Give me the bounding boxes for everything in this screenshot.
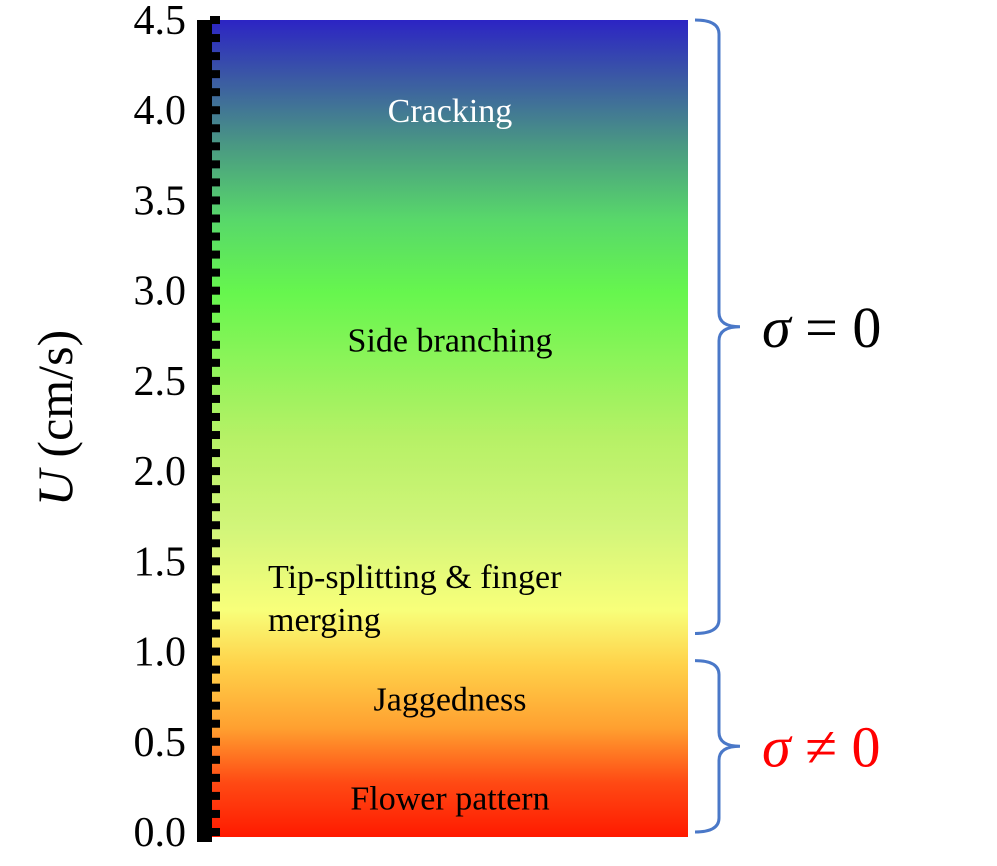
axis-tick (210, 52, 220, 61)
curly-brace (694, 18, 741, 636)
axis-tick (210, 286, 220, 295)
axis-tick (210, 611, 220, 620)
axis-tick-labels: 0.0 0.5 1.0 1.5 2.0 2.5 3.0 3.5 4.0 4.5 (134, 0, 187, 856)
axis-tick (210, 629, 220, 638)
axis-tick (210, 647, 220, 656)
axis-tick (210, 755, 220, 764)
axis-tick (210, 467, 220, 476)
axis-tick (210, 340, 220, 349)
axis-tick (210, 16, 220, 24)
axis-tick-label: 3.5 (134, 178, 187, 224)
axis-tick (210, 106, 220, 115)
axis-tick (210, 737, 220, 746)
axis-tick (210, 412, 220, 421)
axis-tick (210, 250, 220, 259)
axis-tick (210, 485, 220, 494)
axis-ticks (210, 16, 220, 836)
region-label: Tip-splitting & finger (268, 559, 562, 596)
axis-tick (210, 196, 220, 205)
axis-tick (210, 575, 220, 584)
axis-tick (210, 322, 220, 331)
axis-tick-label: 1.0 (134, 630, 187, 676)
axis-tick (210, 449, 220, 458)
axis-tick-label: 0.5 (134, 720, 187, 766)
curly-brace (694, 659, 741, 834)
axis-tick-label: 2.5 (134, 359, 187, 405)
axis-tick (210, 521, 220, 530)
axis-tick (210, 214, 220, 223)
axis-tick (210, 809, 220, 818)
axis-tick (210, 665, 220, 674)
braces (694, 18, 741, 834)
y-axis-unit: (cm/s) (27, 330, 83, 470)
axis-tick-label: 2.0 (134, 449, 187, 495)
sigma-relation: = 0 (791, 295, 882, 360)
axis-tick (210, 683, 220, 692)
region-label: Jaggedness (374, 681, 527, 718)
axis-tick (210, 394, 220, 403)
region-label: merging (268, 602, 381, 639)
axis-tick (210, 593, 220, 602)
axis-spine (197, 20, 212, 842)
axis-tick (210, 828, 220, 836)
sigma-condition-label: σ = 0 (762, 295, 881, 360)
axis-tick (210, 268, 220, 277)
axis-tick (210, 34, 220, 43)
axis-tick (210, 791, 220, 800)
region-label: Cracking (388, 93, 513, 130)
axis-tick (210, 304, 220, 313)
axis-tick (210, 773, 220, 782)
axis-tick (210, 178, 220, 187)
axis-tick-label: 4.0 (134, 88, 187, 134)
axis-tick (210, 431, 220, 440)
sigma-symbol: σ (762, 295, 793, 360)
axis-tick (210, 70, 220, 79)
region-label: Flower pattern (350, 781, 549, 818)
axis-tick (210, 557, 220, 566)
sigma-symbol: σ (762, 714, 793, 779)
axis-tick (210, 701, 220, 710)
axis-tick (210, 376, 220, 385)
brace-labels: σ = 0σ ≠ 0 (762, 295, 881, 780)
axis-tick-label: 0.0 (134, 810, 187, 856)
y-axis-variable: U (27, 467, 83, 506)
gradient-colorbar (212, 20, 688, 837)
axis-tick-label: 3.0 (134, 269, 187, 315)
axis-tick (210, 124, 220, 133)
axis-tick-label: 1.5 (134, 539, 187, 585)
sigma-condition-label: σ ≠ 0 (762, 714, 880, 779)
y-axis-label: U (cm/s) (27, 330, 83, 506)
axis-tick (210, 160, 220, 169)
axis-tick (210, 539, 220, 548)
axis-tick (210, 719, 220, 728)
axis-tick (210, 503, 220, 512)
axis-tick-label: 4.5 (134, 0, 187, 44)
axis-tick (210, 358, 220, 367)
sigma-relation: ≠ 0 (791, 714, 881, 779)
region-label: Side branching (348, 322, 553, 359)
axis-tick (210, 142, 220, 151)
axis-tick (210, 88, 220, 97)
axis-tick (210, 232, 220, 241)
